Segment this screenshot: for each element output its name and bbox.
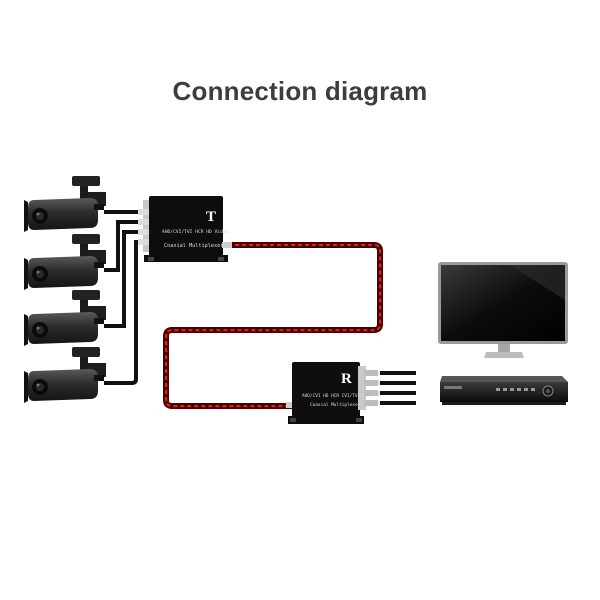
transmitter-letter: T bbox=[206, 209, 216, 225]
camera-icon bbox=[24, 234, 106, 290]
receiver-device: R AHD/CVI HD HCR CVI/TVI/AHD Coaxial Mul… bbox=[286, 362, 371, 424]
dvr-icon bbox=[440, 376, 568, 405]
receiver-top-label: AHD/CVI HD HCR CVI/TVI/AHD bbox=[302, 393, 371, 399]
receiver-output-cables bbox=[364, 370, 416, 406]
receiver-letter: R bbox=[341, 371, 352, 387]
coax-cable-highlight bbox=[165, 244, 381, 407]
camera-icon bbox=[24, 347, 106, 403]
monitor-icon bbox=[438, 262, 568, 358]
transmitter-bottom-label: Coaxial Multiplexer bbox=[164, 243, 223, 249]
transmitter-device: T AHD/CVI/TVI HCR HD Video Coaxial Multi… bbox=[138, 196, 232, 262]
camera-icon bbox=[24, 176, 106, 232]
camera-icon bbox=[24, 290, 106, 346]
diagram-title: Connection diagram bbox=[172, 76, 428, 106]
camera-cables bbox=[104, 210, 149, 385]
receiver-bottom-label: Coaxial Multiplexer bbox=[310, 402, 361, 408]
transmitter-top-label: AHD/CVI/TVI HCR HD Video bbox=[162, 229, 229, 235]
